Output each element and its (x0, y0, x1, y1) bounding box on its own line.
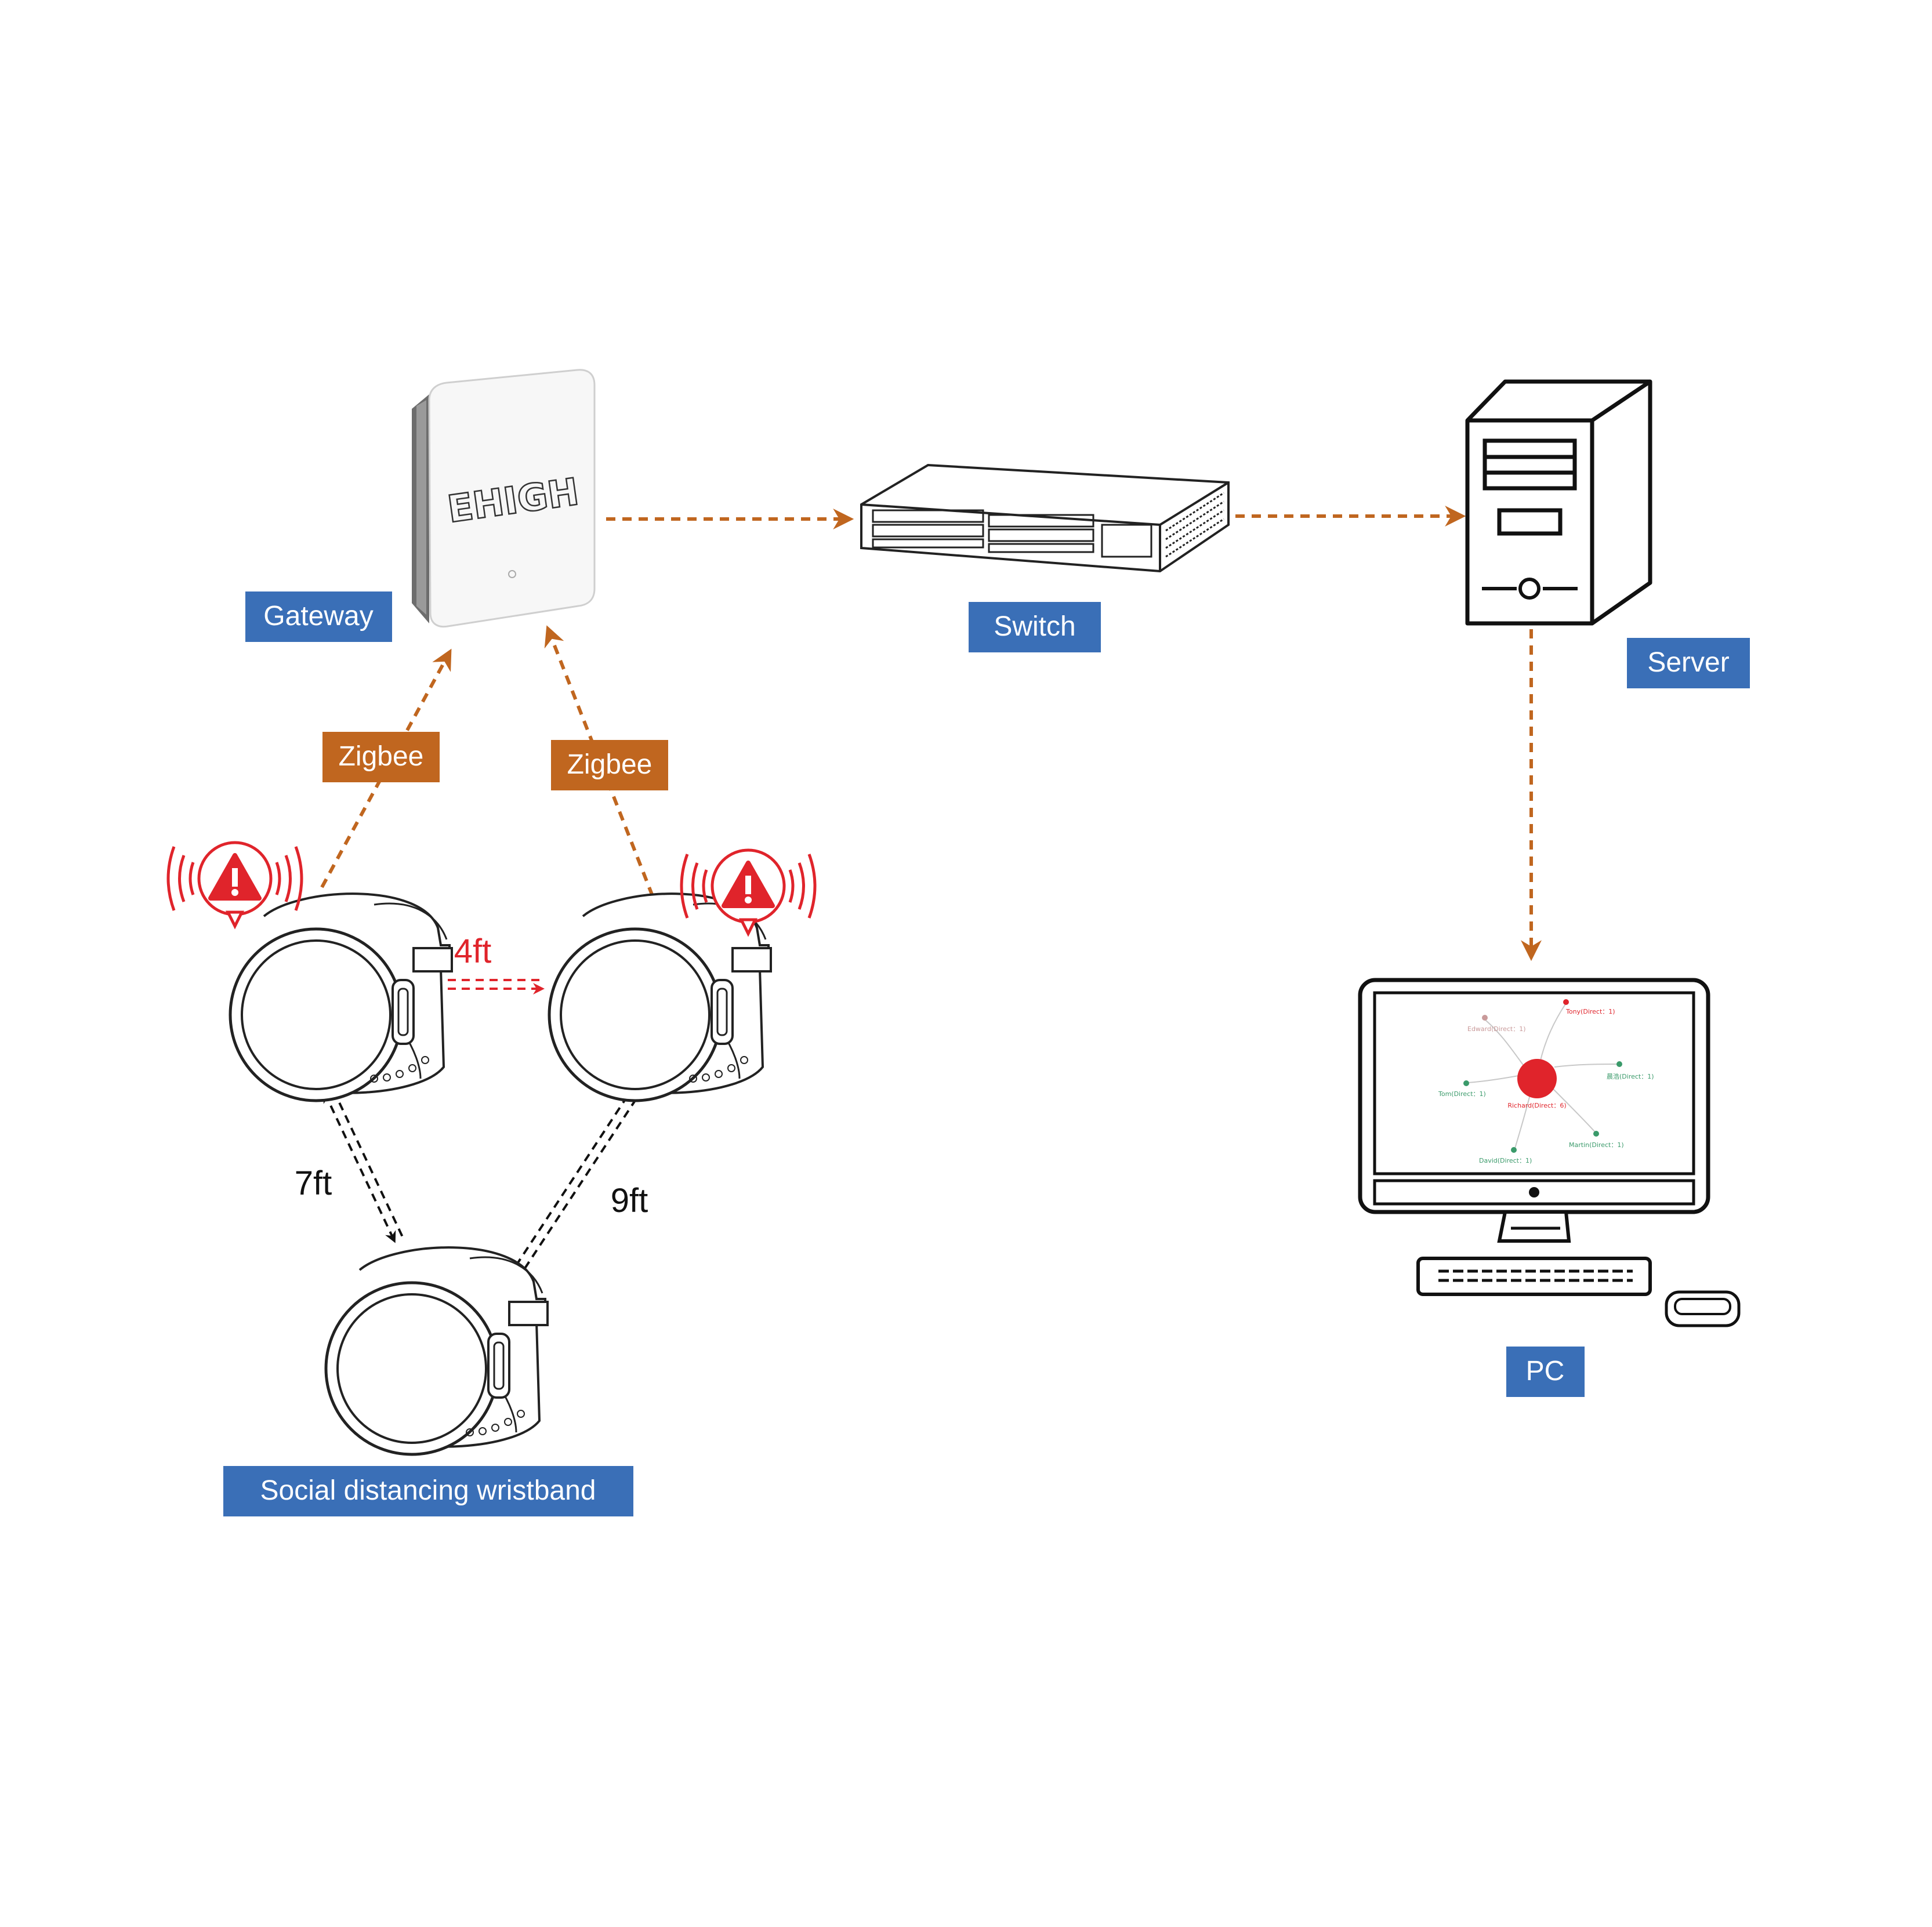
connectors (320, 506, 1542, 1293)
svg-text:Switch: Switch (994, 611, 1075, 642)
node-label-david: David(Direct：1) (1479, 1157, 1532, 1164)
svg-text:Server: Server (1647, 647, 1729, 678)
arrow-distance-left-2 (332, 1090, 404, 1239)
center-node (1517, 1059, 1557, 1098)
node-label-martin: Martin(Direct：1) (1569, 1141, 1624, 1149)
label-switch: Switch (969, 602, 1101, 652)
svg-text:Zigbee: Zigbee (567, 749, 653, 780)
label-zigbee-left: Zigbee (322, 732, 440, 782)
node-label-tony: Tony(Direct：1) (1565, 1008, 1615, 1015)
switch-device (860, 463, 1230, 573)
label-pc: PC (1506, 1347, 1585, 1397)
node-label-edward: Edward(Direct：1) (1467, 1025, 1526, 1033)
label-server: Server (1627, 638, 1750, 688)
label-wristband: Social distancing wristband (223, 1466, 633, 1516)
screen-graph: Richard(Direct：6) Tony(Direct：1) Edward(… (1438, 999, 1654, 1164)
gateway-status-led (508, 570, 516, 578)
distance-label-right: 9ft (611, 1182, 648, 1220)
node-label-tom: Tom(Direct：1) (1438, 1090, 1486, 1098)
distance-label-left: 7ft (295, 1164, 332, 1202)
center-node-label: Richard(Direct：6) (1507, 1102, 1566, 1109)
pc-device: Richard(Direct：6) Tony(Direct：1) Edward(… (1358, 978, 1741, 1327)
server-device (1465, 379, 1652, 626)
gateway-device: EHIGH (412, 369, 596, 628)
distance-label-top: 4ft (454, 932, 492, 970)
arrow-distance-left (323, 1091, 396, 1243)
wristband-top-right (549, 894, 771, 1101)
svg-text:Social distancing wristband: Social distancing wristband (260, 1475, 596, 1506)
arrow-distance-right (509, 1085, 646, 1293)
svg-text:Zigbee: Zigbee (339, 741, 424, 772)
wristband-top-left (230, 894, 452, 1101)
svg-text:PC: PC (1526, 1356, 1565, 1387)
arrow-distance-right-2 (501, 1083, 636, 1289)
label-gateway: Gateway (245, 591, 392, 642)
node-label-right: 晨浩(Direct：1) (1607, 1073, 1654, 1080)
svg-text:Gateway: Gateway (263, 601, 373, 632)
wristband-bottom (326, 1247, 548, 1454)
label-zigbee-right: Zigbee (551, 740, 668, 790)
